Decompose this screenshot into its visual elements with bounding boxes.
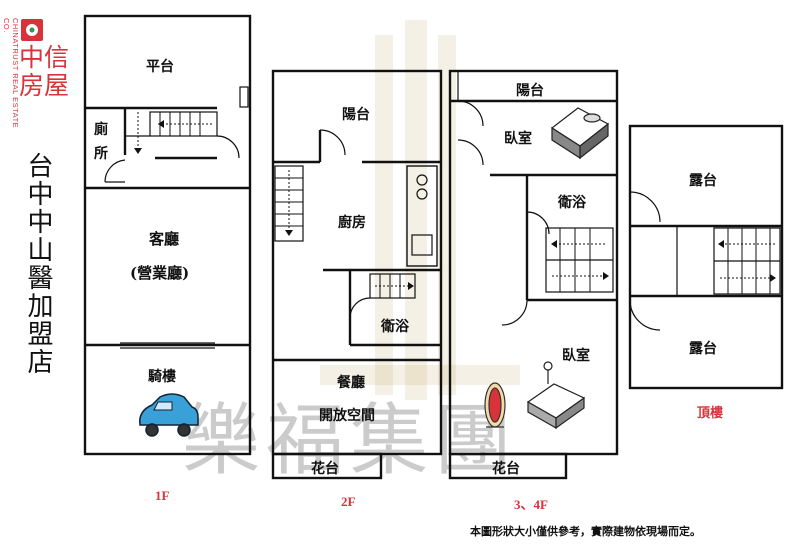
- room-bedroom2: 臥室: [562, 348, 590, 364]
- logo-english: CHINATRUST REAL ESTATE CO.: [2, 18, 20, 129]
- bed-icon: [526, 361, 586, 430]
- floor-roof: [628, 124, 784, 390]
- footnote: 本圖形狀大小僅供參考，實際建物依現場而定。: [470, 525, 701, 538]
- floor-2f: [271, 69, 443, 480]
- floor-label-1f: 1F: [155, 488, 170, 503]
- mirror-icon: [484, 382, 506, 428]
- room-platform: 平台: [146, 59, 174, 75]
- room-terrace1: 露台: [689, 173, 717, 189]
- room-terrace2: 露台: [689, 341, 717, 357]
- watermark-building-graphic: [320, 20, 520, 400]
- logo-icon: [21, 19, 43, 41]
- room-balcony-34f: 陽台: [516, 83, 544, 99]
- room-balcony-2f: 陽台: [342, 107, 370, 123]
- room-planter-2f: 花台: [311, 461, 339, 477]
- room-arcade: 騎樓: [148, 369, 176, 385]
- room-living: 客廳: [149, 230, 180, 248]
- room-dining: 餐廳: [337, 375, 365, 391]
- room-bath-2f: 衛浴: [381, 319, 409, 335]
- car-icon: [139, 393, 199, 437]
- logo-name: 中信房屋: [19, 43, 70, 100]
- watermark: 樂福集團: [182, 396, 519, 486]
- room-planter-34f: 花台: [492, 461, 520, 477]
- room-business: (營業廳): [130, 264, 190, 282]
- floor-label-2f: 2F: [341, 494, 356, 509]
- room-open-space: 開放空間: [319, 408, 375, 424]
- floor-1f: [83, 14, 252, 456]
- room-toilet: 廁所: [94, 122, 108, 162]
- store-name: 台中中山醫加盟店: [23, 152, 53, 376]
- bed-icon: [550, 107, 610, 160]
- room-bedroom1: 臥室: [504, 131, 532, 147]
- floor-3-4f: [448, 69, 619, 480]
- floor-label-34f: 3、4F: [514, 497, 548, 512]
- room-bath-34f: 衛浴: [558, 195, 586, 211]
- room-kitchen: 廚房: [338, 215, 366, 231]
- floor-label-roof: 頂樓: [697, 405, 724, 420]
